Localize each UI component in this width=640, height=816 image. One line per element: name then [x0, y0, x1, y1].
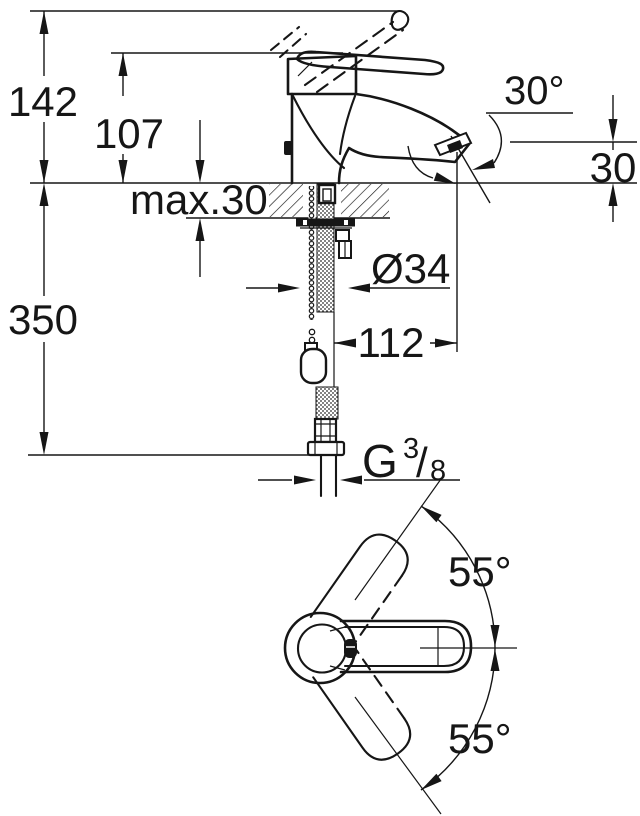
arrowhead-up — [118, 53, 128, 76]
thread-label-denominator: 8 — [430, 455, 446, 487]
arrowhead-up — [39, 183, 49, 206]
dim-label-350: 350 — [8, 296, 78, 343]
swivel-ref-line-upper — [354, 478, 442, 601]
lever-raised-back-dashed — [269, 25, 308, 59]
arrowhead-up — [39, 11, 49, 34]
swivel-ref-line-lower — [354, 696, 442, 815]
lever-top-view — [329, 619, 473, 674]
dim-142: 142 — [8, 11, 78, 183]
dim-label-107: 107 — [94, 110, 164, 157]
dim-dia34: Ø34 — [246, 245, 450, 293]
angle-label-55-lower: 55° — [448, 715, 512, 762]
dim-label-142: 142 — [8, 78, 78, 125]
lever-rotated-upper-dashed — [353, 574, 403, 645]
lever-rotated-upper-solid — [309, 533, 409, 618]
swivel-arc-upper — [420, 505, 500, 649]
arrowhead-arc-centerline-lower — [490, 649, 500, 671]
plug-chain — [308, 186, 316, 320]
body-neck-curve — [291, 94, 346, 170]
shank-assembly — [296, 183, 355, 397]
deck-hatch-right — [341, 184, 389, 217]
arrowhead-up — [195, 218, 205, 241]
arrowhead-left — [340, 475, 362, 485]
deck-section — [269, 184, 389, 217]
angle-label-55-upper: 55° — [448, 548, 512, 595]
arrowhead-arc-bottom — [421, 773, 442, 790]
arrowhead-down — [118, 160, 128, 183]
chain-bead — [308, 336, 316, 344]
faucet-body — [269, 10, 473, 185]
washer-slit — [303, 220, 307, 225]
lever-rotated-lower-dashed — [355, 649, 406, 720]
temperature-stop-tab — [284, 141, 292, 155]
lever-inner — [343, 625, 466, 668]
arrowhead-right — [294, 475, 316, 485]
lever-detail-line — [297, 61, 313, 77]
arrowhead-arc-left — [433, 172, 456, 184]
aerator-insert — [447, 140, 463, 153]
lever-hidden-edges — [329, 626, 346, 671]
arrowhead-right — [435, 338, 457, 348]
mounting-washer — [296, 218, 355, 227]
thread-label-slash: / — [416, 439, 428, 486]
ferrule-facets — [315, 419, 336, 442]
lever-rotated-upper — [309, 533, 409, 645]
arrowhead-left — [334, 338, 356, 348]
supply-connection — [306, 386, 346, 498]
hose-ferrule — [313, 417, 338, 444]
lever-rotated-lower — [312, 649, 412, 761]
spout — [337, 92, 472, 185]
arrowhead-down — [39, 160, 49, 183]
arrowhead-arc-top — [421, 506, 442, 523]
arrowhead-arc-right — [472, 159, 495, 170]
arrowhead-down — [39, 432, 49, 455]
arrowhead-left — [348, 283, 370, 293]
pull-rod-socket-inner — [322, 188, 332, 202]
dim-label-dia34: Ø34 — [371, 245, 450, 292]
chain-bead — [308, 328, 316, 336]
swivel-arc-lower — [420, 647, 500, 791]
dim-label-30: 30 — [590, 144, 637, 191]
dim-g38: G 3 / 8 — [258, 433, 460, 487]
arrowhead-right — [278, 283, 300, 293]
extension-lines — [28, 10, 637, 456]
dim-112: 112 — [334, 319, 457, 366]
body-circle-inner — [296, 623, 348, 674]
thread-label-numerator: 3 — [403, 433, 419, 465]
top-view: 55° 55° — [283, 478, 517, 815]
nut-facets — [314, 442, 338, 455]
deck-hatch-left — [269, 184, 303, 217]
arrowhead-arc-centerline-upper — [490, 625, 500, 647]
lever-outer — [339, 619, 473, 674]
dim-label-max30: max.30 — [130, 176, 268, 223]
basin-plug — [299, 347, 328, 385]
dim-label-30deg: 30° — [504, 69, 565, 113]
lever-raised-dashed — [303, 20, 405, 94]
braided-hose — [315, 386, 339, 420]
side-view: 142 107 max.30 350 30 — [8, 10, 637, 498]
thread-label-g: G — [362, 435, 398, 487]
dim-label-112: 112 — [358, 319, 425, 366]
connector-nut — [306, 440, 346, 457]
cartridge-cap — [286, 54, 358, 96]
supply-tube — [319, 453, 338, 498]
dim-107: 107 — [94, 53, 164, 183]
dim-30: 30 — [590, 95, 637, 222]
dim-350: 350 — [8, 183, 78, 455]
washer-slit — [344, 220, 348, 225]
lever-raised-tip — [390, 10, 410, 31]
arrowhead-down — [195, 160, 205, 183]
dim-30deg: 30° — [407, 69, 565, 184]
spout-inner-curve — [338, 94, 357, 156]
arrowhead-up — [608, 183, 618, 206]
lever-center-mark — [344, 639, 357, 658]
dim-max30: max.30 — [130, 120, 268, 277]
popup-rod-bracket — [335, 229, 350, 242]
arrowhead-down — [608, 119, 618, 142]
lever-rotated-lower-solid — [312, 676, 412, 761]
lever-handle — [295, 50, 445, 76]
